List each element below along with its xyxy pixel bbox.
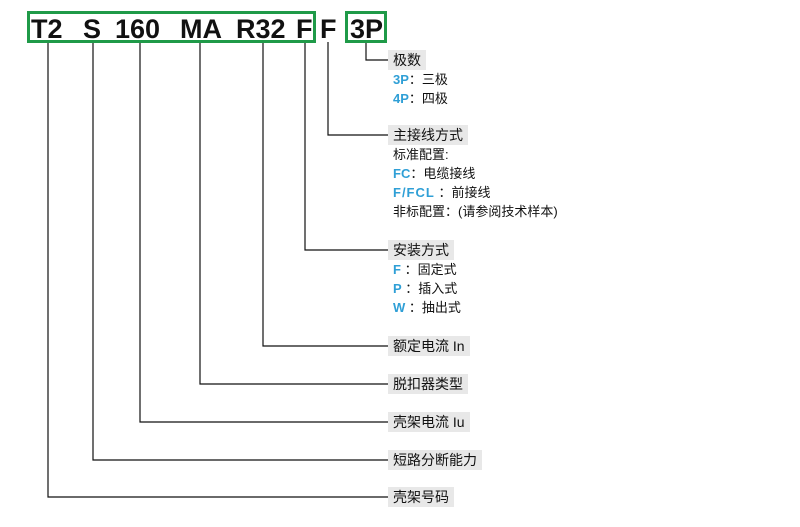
- line-connection: [327, 42, 388, 136]
- option-code: 4P: [393, 91, 409, 106]
- option-sep: ：: [434, 185, 452, 200]
- option-code: 3P: [393, 72, 409, 87]
- option-poles-4p: 4P：四极: [393, 89, 448, 108]
- label-rated-current: 额定电流 In: [388, 336, 470, 356]
- option-mounting-f: F ：固定式: [393, 260, 457, 279]
- option-sep: ：: [408, 72, 422, 87]
- label-frame-current: 壳架电流 Iu: [388, 412, 470, 432]
- code-f2: F: [320, 14, 337, 44]
- line-rated-current: [262, 42, 388, 347]
- code-s: S: [83, 14, 102, 44]
- code-r32: R32: [236, 14, 286, 44]
- option-mounting-w: W ：抽出式: [393, 298, 461, 317]
- label-trip-type: 脱扣器类型: [388, 374, 468, 394]
- option-connection-fc: FC：电缆接线: [393, 164, 475, 183]
- option-text: 固定式: [417, 262, 457, 277]
- option-code: F: [393, 262, 401, 277]
- option-code: F/FCL: [393, 185, 435, 200]
- code-box-main: [27, 11, 316, 43]
- option-text: 插入式: [418, 281, 458, 296]
- option-text: 三极: [421, 72, 448, 87]
- connection-nonstd: 非标配置：(请参阅技术样本): [393, 204, 558, 219]
- option-code: W: [393, 300, 406, 315]
- line-frame-no: [47, 42, 388, 498]
- option-text: 四极: [421, 91, 448, 106]
- label-frame-no: 壳架号码: [388, 487, 454, 507]
- option-poles-3p: 3P：三极: [393, 70, 448, 89]
- connection-std-title: 标准配置:: [393, 147, 449, 162]
- code-box-poles: [345, 11, 387, 43]
- option-connection-f-fcl: F/FCL ：前接线: [393, 183, 490, 202]
- option-code: P: [393, 281, 402, 296]
- label-breaking: 短路分断能力: [388, 450, 482, 470]
- code-frame: 160: [115, 14, 161, 44]
- option-mounting-p: P ：插入式: [393, 279, 457, 298]
- option-sep: ：: [408, 91, 422, 106]
- label-connection: 主接线方式: [388, 125, 468, 145]
- option-text: 抽出式: [421, 300, 461, 315]
- option-code: FC: [393, 166, 411, 181]
- line-trip-type: [199, 42, 388, 385]
- code-ma: MA: [180, 14, 222, 44]
- option-sep: ：: [400, 262, 418, 277]
- option-sep: ：: [405, 300, 422, 315]
- line-frame-current: [139, 42, 388, 423]
- line-poles: [365, 42, 388, 61]
- label-mounting: 安装方式: [388, 240, 454, 260]
- code-poles: 3P: [350, 14, 384, 44]
- option-text: 电缆接线: [423, 166, 476, 181]
- code-f1: F: [296, 14, 313, 44]
- option-text: 前接线: [451, 185, 491, 200]
- label-poles: 极数: [388, 50, 426, 70]
- line-breaking: [92, 42, 388, 461]
- option-sep: ：: [401, 281, 419, 296]
- line-mounting: [304, 42, 388, 251]
- code-t2: T2: [31, 14, 63, 44]
- option-sep: ：: [410, 166, 424, 181]
